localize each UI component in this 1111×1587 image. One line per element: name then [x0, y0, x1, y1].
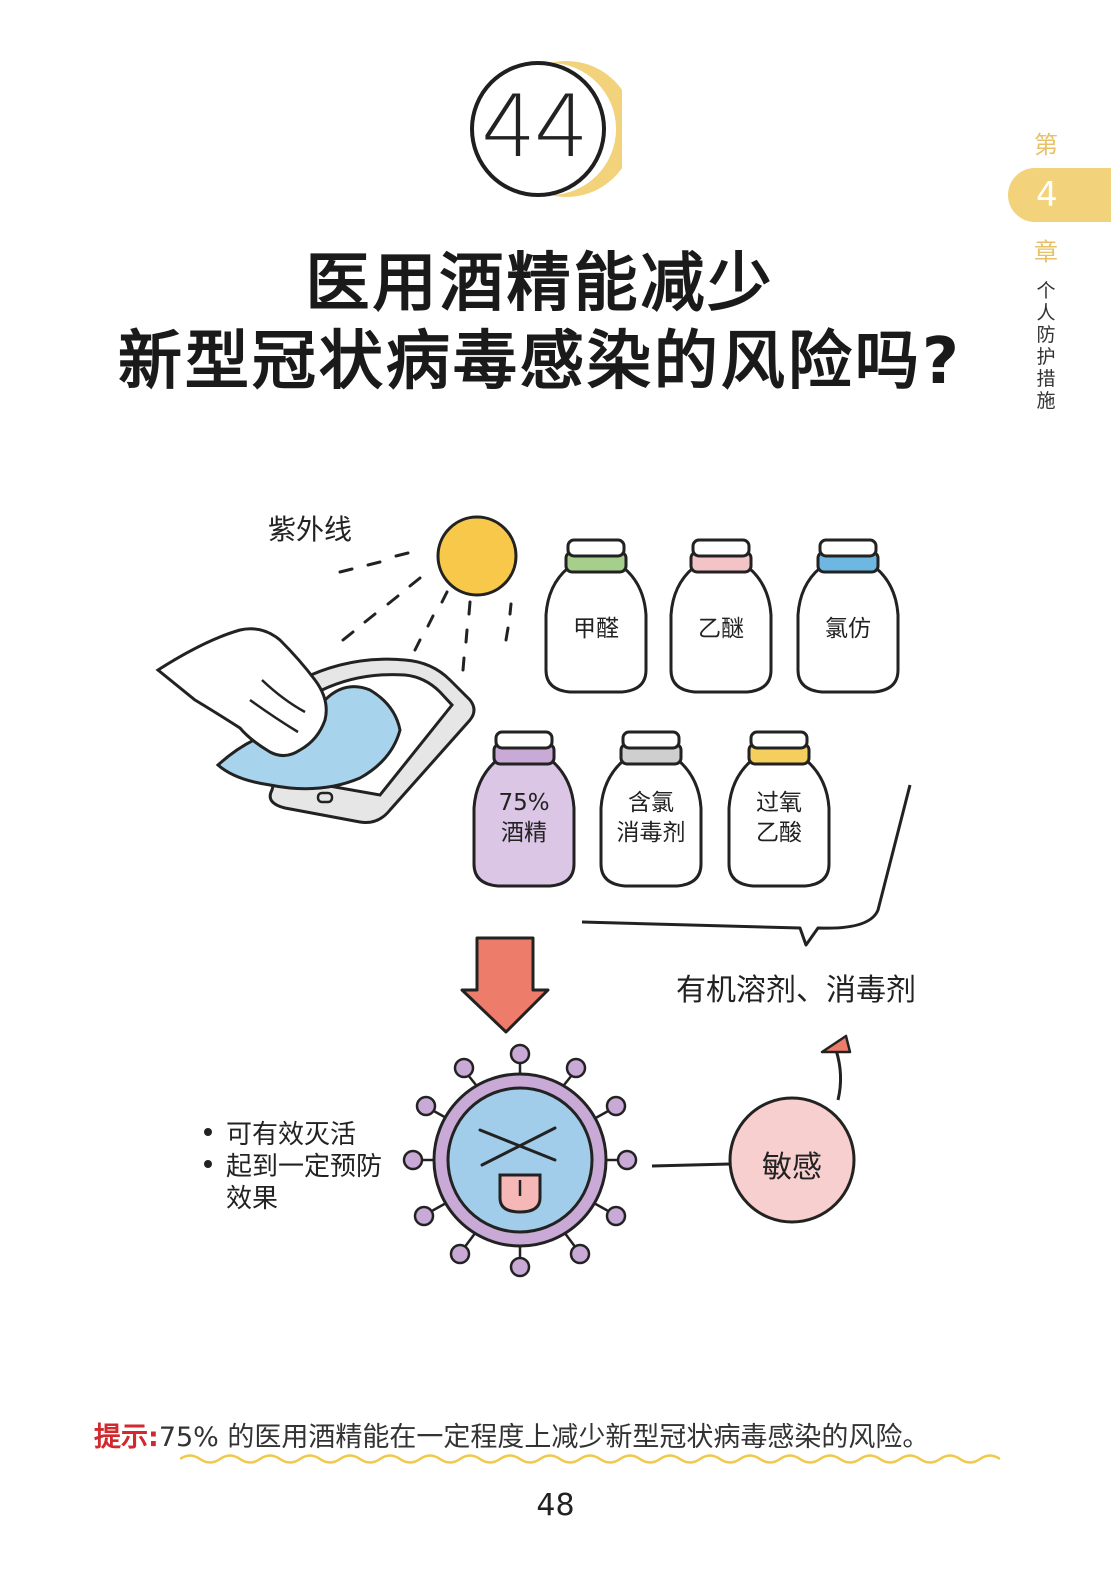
tip-label: 提示:	[94, 1422, 159, 1453]
connector-line	[651, 1162, 731, 1168]
tip-line: 提示:75% 的医用酒精能在一定程度上减少新型冠状病毒感染的风险。	[94, 1415, 929, 1454]
effect-bullet-1: 可有效灭活	[226, 1120, 357, 1150]
bottle-label-peracetic-line1: 过氧	[756, 790, 802, 816]
bottle-chlorine-icon	[599, 730, 703, 888]
bottle-ether-icon	[669, 538, 773, 694]
bottle-label-chlorine-line1: 含氯	[628, 790, 674, 816]
page-title-line2: 新型冠状病毒感染的风险吗?	[117, 325, 963, 399]
bottle-alcohol-icon	[472, 730, 576, 888]
sun-icon	[436, 515, 518, 597]
tip-underline-wave	[180, 1454, 1000, 1464]
virus-icon	[402, 1043, 638, 1278]
down-arrow-icon	[460, 936, 550, 1034]
sensitive-label: 敏感	[762, 1150, 822, 1185]
sensitive-circle	[728, 1096, 856, 1224]
bottle-label-chlorine-line2: 消毒剂	[616, 820, 686, 846]
bottle-label-alcohol-line2: 酒精	[501, 820, 547, 846]
bottle-formaldehyde-icon	[544, 538, 648, 694]
bottle-label-alcohol-line1: 75%	[498, 790, 550, 816]
effect-bullet-3: 效果	[226, 1184, 279, 1214]
page-title-line1: 医用酒精能减少	[305, 247, 775, 321]
chapter-prefix: 第	[1034, 131, 1058, 159]
bottle-label-peracetic-line2: 乙酸	[756, 820, 802, 846]
effect-bullet-2: 起到一定预防	[226, 1152, 383, 1182]
chapter-suffix: 章	[1034, 238, 1058, 266]
question-number: 44	[481, 77, 588, 177]
tip-text: 75% 的医用酒精能在一定程度上减少新型冠状病毒感染的风险。	[158, 1422, 930, 1453]
bullet-icon	[204, 1128, 212, 1136]
page-number: 48	[536, 1488, 575, 1523]
bottle-label-ether: 乙醚	[698, 616, 744, 642]
chapter-number-tab: 4	[1008, 168, 1111, 222]
chapter-section-title: 个人防护措施	[1036, 280, 1056, 412]
bottle-label-chloroform: 氯仿	[825, 616, 871, 642]
bottle-label-formaldehyde: 甲醛	[573, 616, 619, 642]
bottle-peracetic-icon	[727, 730, 831, 888]
bullet-icon	[204, 1160, 212, 1168]
solvent-label: 有机溶剂、消毒剂	[676, 973, 916, 1008]
uv-rays-icon	[338, 551, 513, 672]
bracket-line	[581, 784, 912, 947]
question-number-badge	[470, 61, 622, 197]
bottle-chloroform-icon	[796, 538, 900, 694]
disinfection-illustration	[155, 515, 912, 1278]
hand-icon	[155, 627, 328, 757]
uv-label: 紫外线	[268, 513, 353, 546]
up-arrow-icon	[834, 1049, 843, 1101]
